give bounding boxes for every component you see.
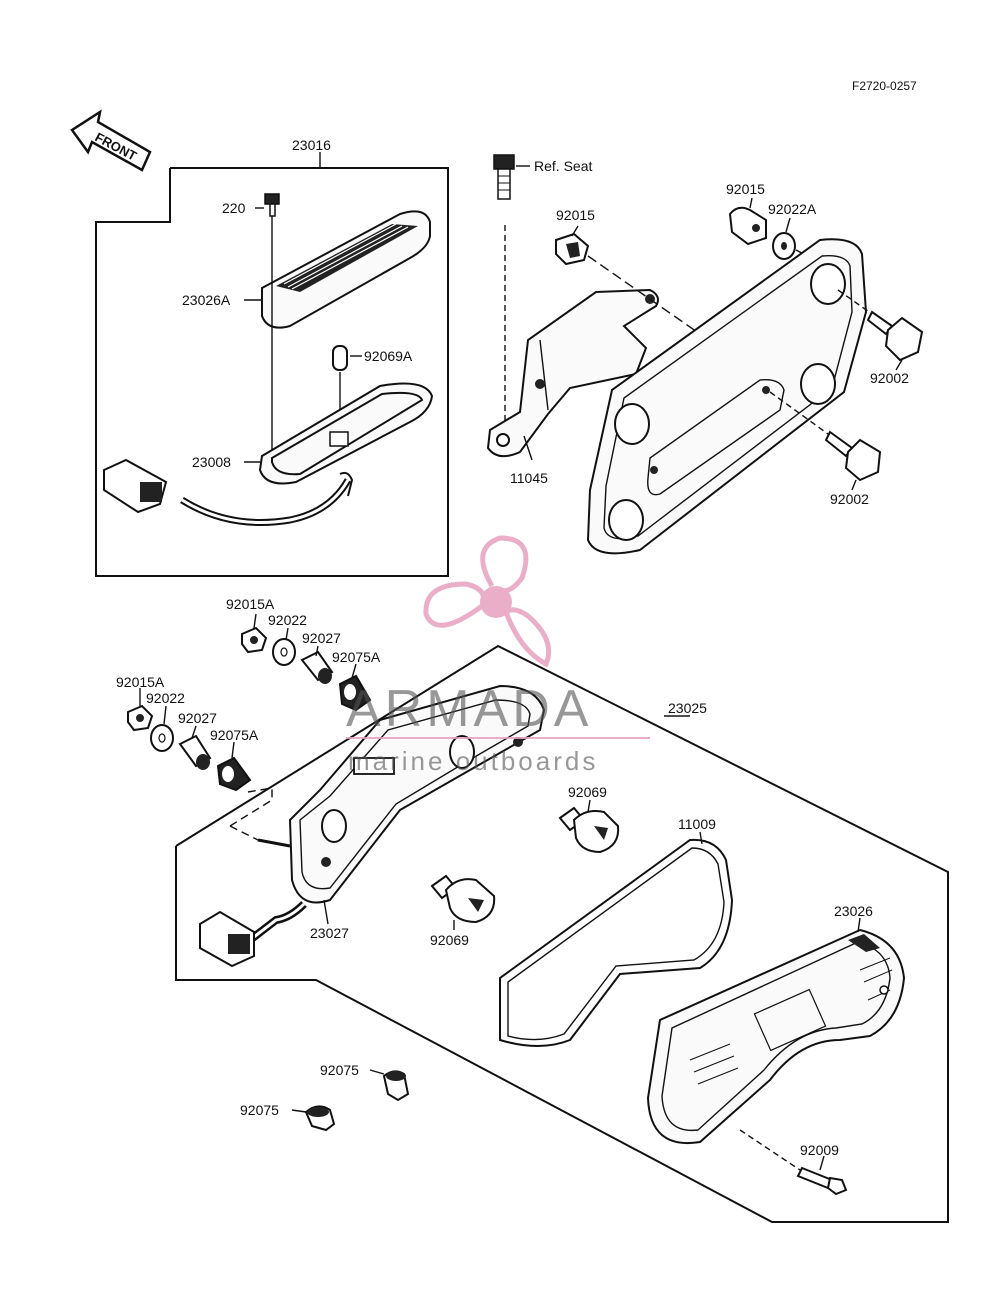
label-92075-lower: 92075 xyxy=(240,1102,279,1118)
bolt-92002-lower-icon xyxy=(824,430,882,482)
label-92075A-upper: 92075A xyxy=(332,649,381,665)
watermark-brand: ARMADA xyxy=(346,680,592,738)
label-92015A-lower: 92015A xyxy=(116,674,165,690)
label-92015-right: 92015 xyxy=(726,181,765,197)
label-92069A: 92069A xyxy=(364,348,413,364)
label-92075A-lower: 92075A xyxy=(210,727,259,743)
label-11045: 11045 xyxy=(510,470,548,486)
diagram-code: F2720-0257 xyxy=(852,79,917,93)
collar-92027-lower-icon xyxy=(178,734,212,770)
label-92022-upper: 92022 xyxy=(268,612,307,628)
plate-bracket xyxy=(586,238,868,555)
label-23026A: 23026A xyxy=(182,292,231,308)
watermark-sub: marine outboards xyxy=(348,746,598,776)
grommet-92075A-upper-icon xyxy=(338,674,372,712)
label-23027: 23027 xyxy=(310,925,349,941)
bulb-92069A-icon xyxy=(332,345,348,371)
housing-23027 xyxy=(247,684,546,944)
bulb-92069-lower-icon xyxy=(430,874,496,924)
collar-92027-upper-icon xyxy=(300,650,334,684)
label-92002-upper: 92002 xyxy=(870,370,909,386)
housing-connector-icon xyxy=(199,910,255,968)
grommet-92075-upper-icon xyxy=(382,1070,410,1102)
front-arrow-icon: FRONT xyxy=(70,109,152,172)
label-92069-upper: 92069 xyxy=(568,784,607,800)
label-220: 220 xyxy=(222,200,246,216)
bolt-92002-upper-icon xyxy=(866,310,924,362)
label-92022A: 92022A xyxy=(768,201,817,217)
bulb-92069-upper-icon xyxy=(558,806,620,854)
nut-92015A-upper-icon xyxy=(241,626,268,654)
lens-23026A xyxy=(261,210,431,329)
label-11009: 11009 xyxy=(678,816,716,832)
assembly-outline-23025 xyxy=(175,644,949,1223)
watermark-logo: ARMADA marine outboards xyxy=(346,535,650,776)
screw-220-icon xyxy=(264,193,280,217)
washer-92022A-icon xyxy=(772,232,796,260)
nut-92015-left-icon xyxy=(555,232,590,266)
label-92015-left: 92015 xyxy=(556,207,595,223)
label-92027-upper: 92027 xyxy=(302,630,341,646)
assembly-outline-23016 xyxy=(95,167,449,577)
ref-seat-bolt-icon xyxy=(493,154,515,200)
base-23008 xyxy=(258,382,434,497)
label-92022-lower: 92022 xyxy=(146,690,185,706)
label-23025: 23025 xyxy=(668,700,707,716)
lens-23026 xyxy=(646,928,906,1144)
label-ref-seat: Ref. Seat xyxy=(534,158,592,174)
washer-92022-lower-icon xyxy=(150,724,174,752)
label-92027-lower: 92027 xyxy=(178,710,217,726)
label-92002-lower: 92002 xyxy=(830,491,869,507)
propeller-logo-icon xyxy=(423,535,552,668)
washer-92022-upper-icon xyxy=(272,638,296,666)
grommet-92075A-lower-icon xyxy=(216,756,252,792)
grommet-92075-lower-icon xyxy=(304,1105,336,1132)
connector-icon xyxy=(103,458,352,526)
label-92075-upper: 92075 xyxy=(320,1062,359,1078)
label-92015A-upper: 92015A xyxy=(226,596,275,612)
label-92069-lower: 92069 xyxy=(430,932,469,948)
gasket-11009 xyxy=(499,838,734,1047)
screw-92009-icon xyxy=(796,1166,848,1196)
label-23016: 23016 xyxy=(292,137,331,153)
label-92009: 92009 xyxy=(800,1142,839,1158)
cap-nut-92015-right-icon xyxy=(728,206,767,246)
label-23008: 23008 xyxy=(192,454,231,470)
label-23026: 23026 xyxy=(834,903,873,919)
nut-92015A-lower-icon xyxy=(127,704,154,732)
